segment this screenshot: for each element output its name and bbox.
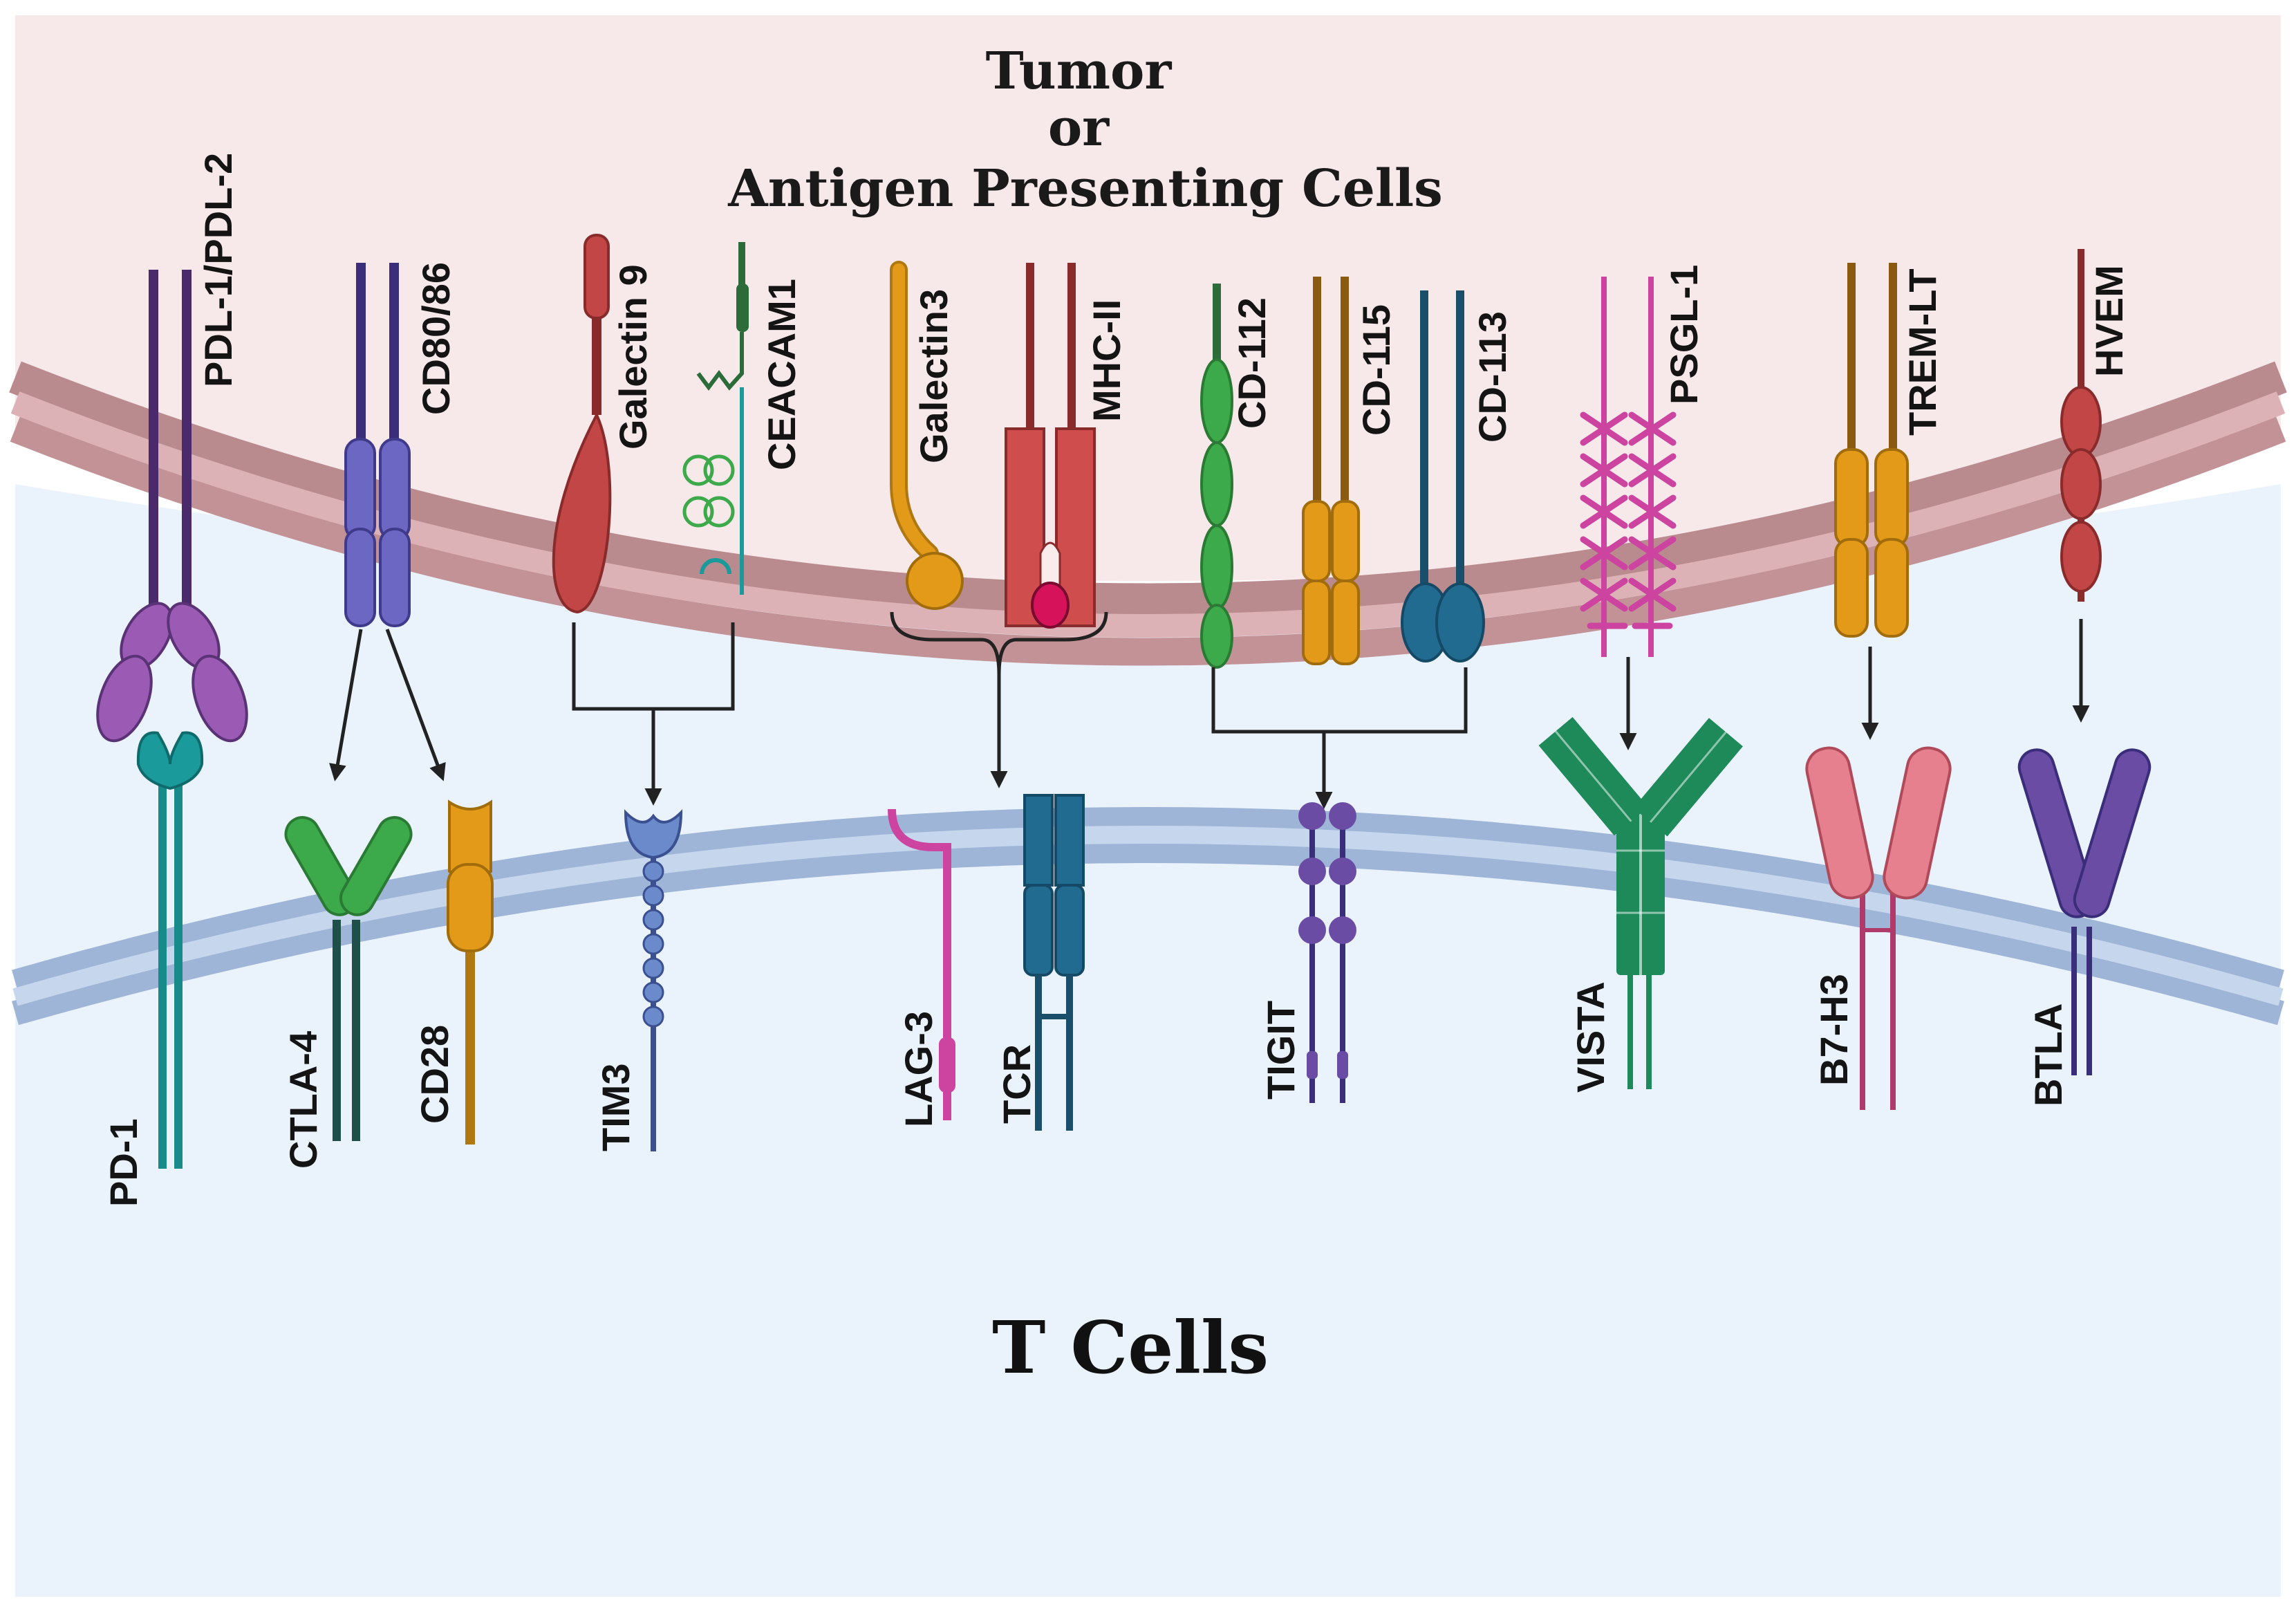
cd115-label: CD-115 (1354, 304, 1398, 436)
ceacam1-ligand (682, 242, 749, 595)
mhc2-ligand (1005, 263, 1096, 629)
b7h3-receptor (1805, 746, 1952, 1110)
cd28-receptor (447, 799, 494, 1145)
pd1-receptor (136, 731, 204, 1169)
b7h3-label: B7-H3 (1812, 974, 1856, 1086)
ctla4-receptor (284, 816, 413, 1141)
tcell-title: T Cells (992, 1305, 1269, 1390)
galectin3-label: Galectin3 (912, 289, 955, 463)
tremlt-label: TREM-LT (1901, 268, 1944, 436)
tigit-receptor (1298, 802, 1356, 1103)
hvem-ligand (2060, 249, 2102, 602)
pdl-label: PDL-1/PDL-2 (196, 153, 240, 387)
tcr-label: TCR (995, 1044, 1038, 1124)
pdl-ligand (96, 270, 248, 743)
hvem-label: HVEM (2087, 265, 2131, 377)
cd112-ligand (1200, 284, 1233, 669)
galectin9-label: Galectin 9 (611, 264, 655, 450)
cd8086-ligand (344, 263, 411, 627)
cd28-label: CD28 (413, 1025, 456, 1124)
cd113-label: CD-113 (1471, 311, 1514, 443)
top-title-line1: Tumor (986, 41, 1173, 101)
lag3-label: LAG-3 (897, 1011, 940, 1127)
galectin9-ligand (552, 234, 612, 614)
cd113-ligand (1401, 290, 1485, 663)
galectin3-ligand (890, 261, 964, 610)
vista-label: VISTA (1569, 981, 1612, 1093)
tim3-receptor (624, 809, 683, 1151)
ctla4-label: CTLA-4 (281, 1031, 325, 1169)
psgl1-ligand (1580, 277, 1677, 657)
interaction-arrows (329, 611, 2090, 809)
top-title-line2: or (1048, 98, 1110, 158)
tremlt-ligand (1834, 263, 1909, 638)
cd115-ligand (1302, 277, 1360, 665)
ceacam1-label: CEACAM1 (760, 279, 803, 470)
pd1-label: PD-1 (102, 1118, 145, 1207)
top-title-line3: Antigen Presenting Cells (727, 159, 1443, 219)
tim3-label: TIM3 (594, 1063, 637, 1151)
cd8086-label: CD80/86 (414, 262, 458, 415)
vista-receptor (1538, 716, 1743, 1089)
btla-label: BTLA (2026, 1003, 2070, 1106)
tcr-receptor (1023, 794, 1085, 1131)
tigit-label: TIGIT (1259, 1001, 1303, 1100)
psgl1-label: PSGL-1 (1662, 265, 1706, 405)
btla-receptor (2017, 748, 2152, 1075)
mhc2-label: MHC-II (1085, 299, 1128, 422)
cd112-label: CD-112 (1230, 297, 1273, 429)
lag3-receptor (888, 808, 955, 1120)
